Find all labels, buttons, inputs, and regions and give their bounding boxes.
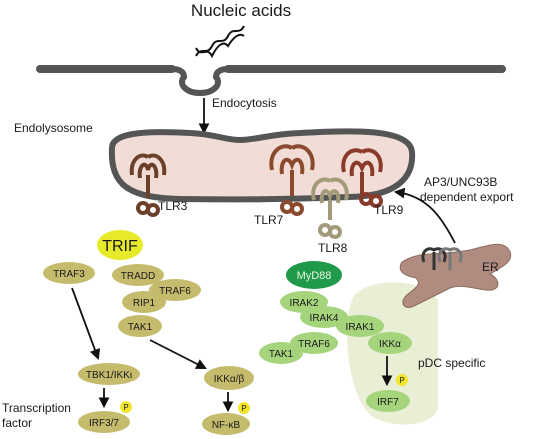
rip1-node xyxy=(122,291,166,313)
arrow-traf3-to-tbk1 xyxy=(71,287,101,361)
irak1-node xyxy=(336,315,384,337)
ikkab-label: IKKα/β xyxy=(214,374,245,385)
arrow-tak1-to-ikk xyxy=(149,339,207,369)
traf6-left-label: TRAF6 xyxy=(159,286,191,297)
tak1-left-label: TAK1 xyxy=(128,322,153,333)
myd88-node xyxy=(286,261,342,289)
tlr3-label: TLR3 xyxy=(158,199,188,213)
irf37-phospho-label: P xyxy=(123,403,128,412)
ikkab-node xyxy=(204,366,254,390)
nfkb-phospho-label: P xyxy=(241,404,246,413)
tlr9-receptor-icon xyxy=(341,148,383,208)
irf37-label: IRF3/7 xyxy=(89,418,119,429)
er-tlr-icon xyxy=(421,247,463,270)
endolysosome xyxy=(108,128,416,203)
endolysosome-label: Endolysosome xyxy=(14,121,93,135)
traf3-label: TRAF3 xyxy=(53,269,85,280)
irf37-phospho-badge xyxy=(120,401,132,413)
trif-node xyxy=(97,230,143,260)
er-label: ER xyxy=(482,260,499,274)
nucleic-acid-helix-icon xyxy=(195,25,245,59)
tbk1-node xyxy=(78,363,140,385)
ikka-label: IKKα xyxy=(379,339,401,350)
irak2-label: IRAK2 xyxy=(290,298,319,309)
transcription-factor-line1: Transcription xyxy=(2,401,71,415)
tak1-right-node xyxy=(259,342,303,364)
traf6-right-node xyxy=(290,332,338,354)
ikka-node xyxy=(368,332,412,354)
tlr8-label: TLR8 xyxy=(318,241,348,255)
traf6-left-node xyxy=(149,279,201,301)
myd88-label: MyD88 xyxy=(297,270,332,282)
export-arrow xyxy=(393,187,456,244)
tlr7-receptor-icon xyxy=(269,144,315,216)
tlr8-receptor-icon xyxy=(311,177,349,239)
irf7-phospho-label: P xyxy=(399,376,404,385)
rip1-label: RIP1 xyxy=(133,298,156,309)
nfkb-phospho-badge xyxy=(238,402,250,414)
export-label-line2: dependent export xyxy=(420,190,514,204)
tlr7-label: TLR7 xyxy=(254,213,284,227)
tbk1-label: TBK1/IKKι xyxy=(86,370,132,381)
irf7-label: IRF7 xyxy=(377,397,399,408)
endocytosis-label: Endocytosis xyxy=(212,96,277,110)
irak4-label: IRAK4 xyxy=(310,313,339,324)
endocytic-pit xyxy=(171,66,229,97)
nfkb-node xyxy=(202,413,250,435)
trif-label: TRIF xyxy=(102,238,138,255)
pdc-specific-label: pDC specific xyxy=(418,356,485,370)
export-label-line1: AP3/UNC93B xyxy=(424,175,497,189)
tradd-label: TRADD xyxy=(121,271,155,282)
irak4-node xyxy=(300,306,348,328)
traf6-right-label: TRAF6 xyxy=(298,339,330,350)
nfkb-label: NF-κB xyxy=(212,420,241,431)
diagram-title: Nucleic acids xyxy=(191,1,291,20)
irf37-node xyxy=(78,411,130,433)
tradd-node xyxy=(112,264,164,286)
tak1-right-label: TAK1 xyxy=(269,349,294,360)
traf3-node xyxy=(43,262,95,284)
irf7-phospho-badge xyxy=(396,374,408,386)
tak1-left-node xyxy=(118,315,162,337)
tlr3-receptor-icon xyxy=(129,153,167,217)
irak1-label: IRAK1 xyxy=(346,322,375,333)
tlr9-label: TLR9 xyxy=(374,203,404,217)
transcription-factor-line2: factor xyxy=(2,416,32,430)
irf7-node xyxy=(366,390,410,412)
endoplasmic-reticulum xyxy=(399,243,512,308)
